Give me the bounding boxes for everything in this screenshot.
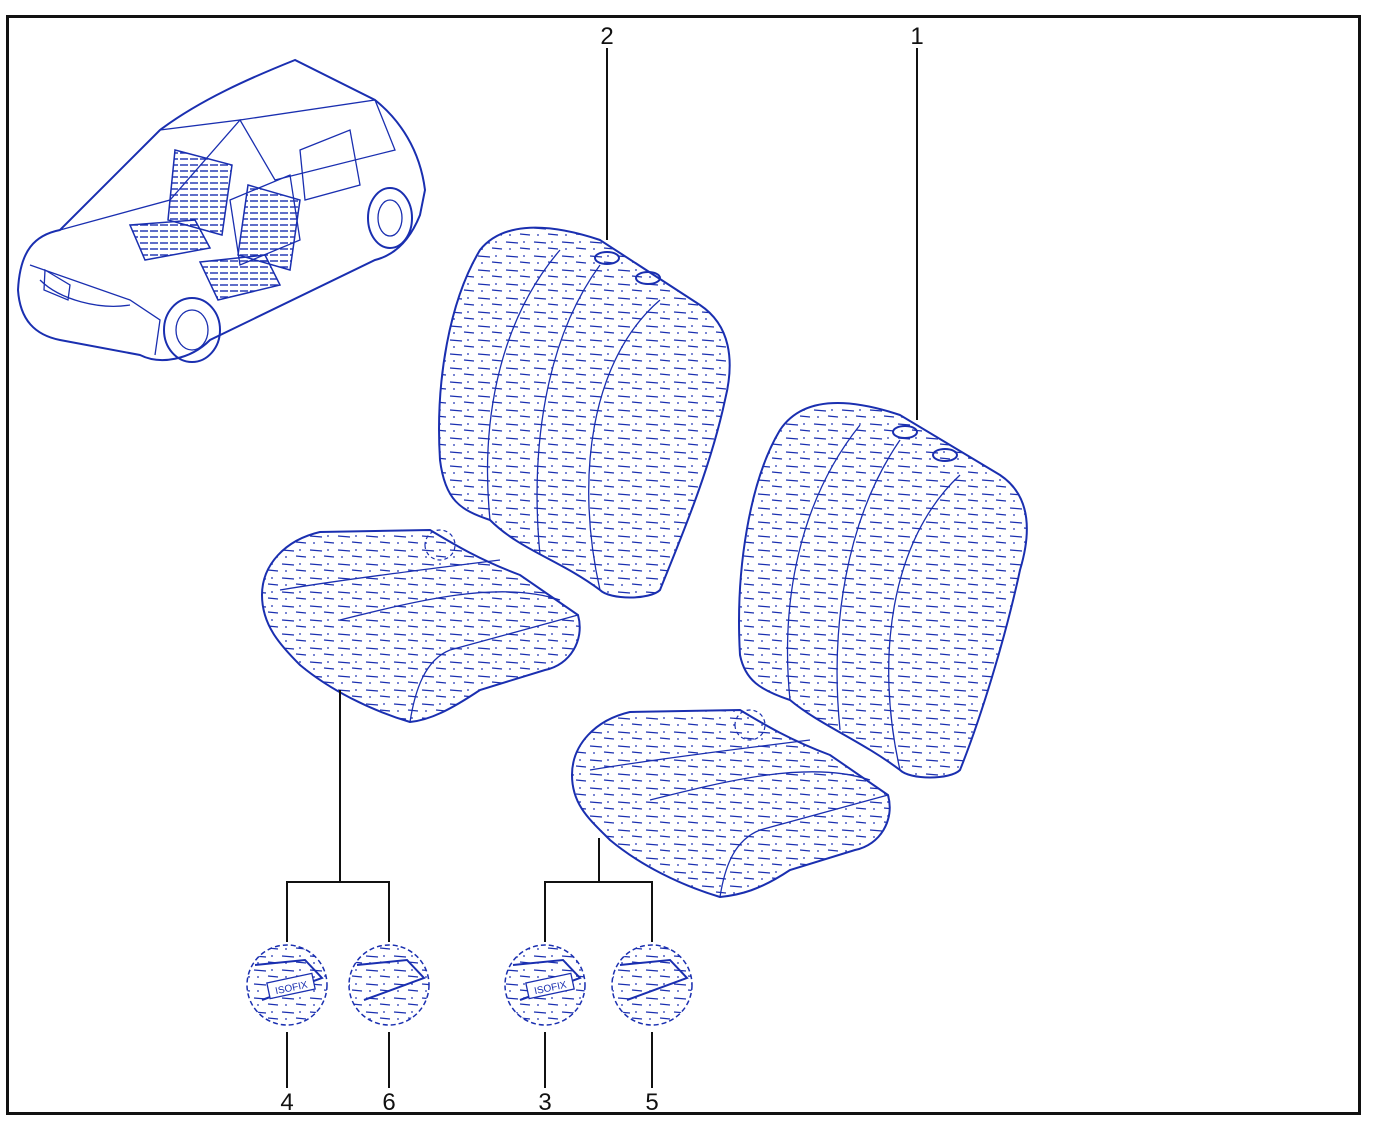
callout-6: 6 (382, 1089, 395, 1116)
callout-2: 2 (600, 23, 613, 50)
detail-circle-5 (611, 944, 693, 1026)
car-overview-icon (16, 58, 427, 363)
leader-lines (286, 48, 918, 1088)
detail-circle-3: ISOFIX (504, 944, 586, 1026)
seat-cushion-right (570, 708, 891, 899)
detail-circle-6 (348, 944, 430, 1026)
detail-circle-4: ISOFIX (246, 944, 328, 1026)
callout-4: 4 (280, 1089, 293, 1116)
callout-3: 3 (538, 1089, 551, 1116)
diagram-frame (6, 15, 1361, 1115)
seat-cushion-left (260, 528, 581, 724)
seat-back-left (438, 226, 731, 599)
callout-5: 5 (645, 1089, 658, 1116)
callout-1: 1 (910, 23, 923, 50)
seat-back-right (738, 402, 1028, 779)
